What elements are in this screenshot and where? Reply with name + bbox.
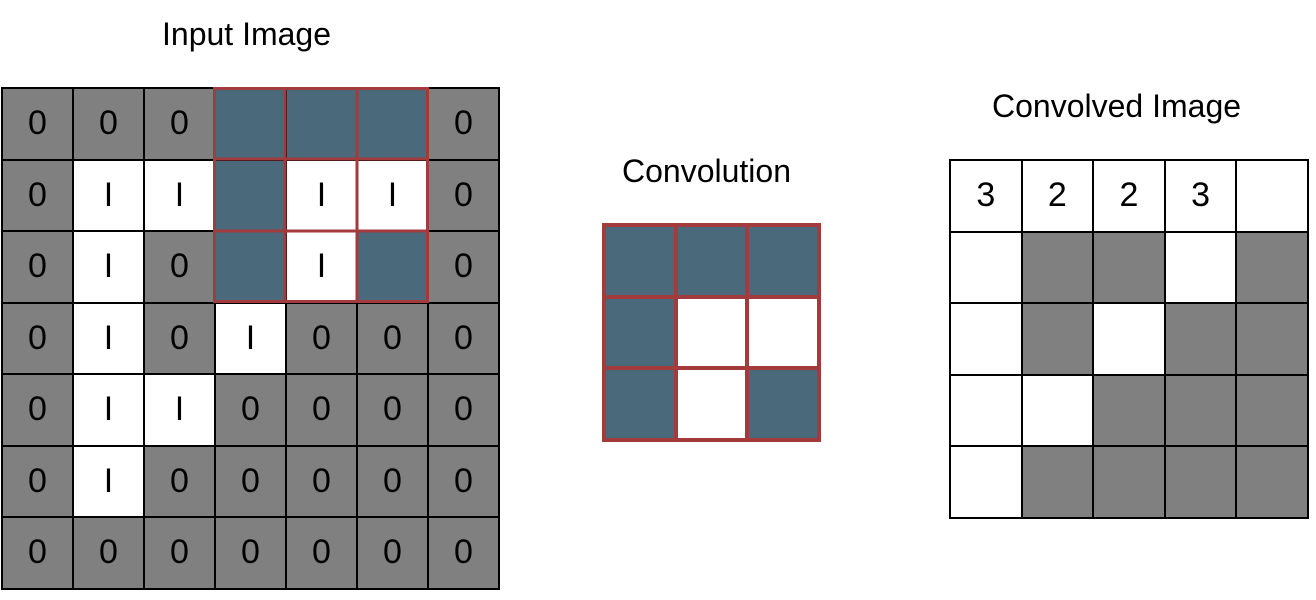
input-cell-r4-c1: I [73,374,144,446]
input-cell-r6-c2: 0 [144,517,215,589]
kernel-cell-r1-c1 [675,296,748,369]
input-cell-r1-c5: I [357,159,428,231]
input-cell-r5-c0: 0 [2,445,73,517]
output-cell-r1-c0 [950,231,1022,304]
input-cell-r6-c0: 0 [2,517,73,589]
input-cell-r6-c3: 0 [215,517,286,589]
convolved-image-title: Convolved Image [992,88,1242,124]
output-cell-r2-c2 [1093,303,1165,375]
input-cell-r4-c3: 0 [215,374,286,446]
input-cell-r3-c3: I [215,302,286,374]
output-cell-r4-c2 [1093,446,1165,518]
output-cell-r2-c3 [1164,303,1237,375]
kernel-cell-r0-c2 [747,225,820,297]
input-cell-r0-c2: 0 [144,88,215,160]
output-cell-r0-c4 [1236,160,1308,232]
output-cell-r4-c4 [1236,446,1308,518]
output-cell-r1-c3 [1164,231,1237,304]
input-cell-r1-c3 [215,159,286,231]
input-cell-r6-c5: 0 [357,517,428,589]
output-cell-r3-c1 [1021,374,1094,447]
input-cell-r1-c1: I [73,159,144,231]
input-cell-r5-c3: 0 [215,445,286,517]
input-cell-r5-c2: 0 [144,445,215,517]
kernel-cell-r1-c0 [604,296,676,369]
input-cell-r6-c1: 0 [73,517,144,589]
output-cell-r2-c1 [1021,303,1094,375]
output-cell-r0-c2: 2 [1093,160,1165,232]
input-cell-r3-c0: 0 [2,302,73,374]
output-cell-r1-c2 [1093,231,1165,304]
input-cell-r0-c6: 0 [428,88,499,160]
input-cell-r1-c4: I [286,159,357,231]
kernel-cell-r0-c1 [675,225,748,297]
output-cell-r2-c0 [950,303,1022,375]
output-cell-r3-c2 [1093,374,1165,447]
input-cell-r1-c2: I [144,159,215,231]
output-cell-r4-c0 [950,446,1022,518]
output-cell-r1-c1 [1021,231,1094,304]
input-cell-r4-c2: I [144,374,215,446]
kernel-cell-r1-c2 [747,296,820,369]
input-cell-r0-c3 [215,88,286,160]
input-cell-r5-c1: I [73,445,144,517]
output-cell-r3-c0 [950,374,1022,447]
output-cell-r2-c4 [1236,303,1308,375]
input-cell-r6-c6: 0 [428,517,499,589]
output-cell-r4-c3 [1164,446,1237,518]
input-cell-r6-c4: 0 [286,517,357,589]
input-image-title: Input Image [162,16,331,52]
output-cell-r0-c3: 3 [1164,160,1237,232]
convolution-title: Convolution [622,153,791,189]
kernel-cell-r0-c0 [604,225,676,297]
kernel-cell-r2-c2 [747,368,820,441]
input-cell-r2-c3 [215,231,286,303]
input-cell-r2-c2: 0 [144,231,215,303]
input-cell-r4-c6: 0 [428,374,499,446]
input-cell-r0-c4 [286,88,357,160]
kernel-cell-r2-c1 [675,368,748,441]
input-cell-r5-c6: 0 [428,445,499,517]
input-cell-r4-c0: 0 [2,374,73,446]
input-cell-r5-c5: 0 [357,445,428,517]
input-cell-r0-c5 [357,88,428,160]
input-cell-r3-c4: 0 [286,302,357,374]
output-cell-r0-c0: 3 [950,160,1022,232]
input-cell-r2-c6: 0 [428,231,499,303]
input-cell-r4-c5: 0 [357,374,428,446]
input-cell-r2-c4: I [286,231,357,303]
output-cell-r3-c3 [1164,374,1237,447]
convolution-kernel-grid [602,223,822,443]
output-cell-r1-c4 [1236,231,1308,304]
input-cell-r1-c0: 0 [2,159,73,231]
input-cell-r3-c1: I [73,302,144,374]
input-cell-r2-c5 [357,231,428,303]
output-cell-r0-c1: 2 [1021,160,1094,232]
input-cell-r2-c1: I [73,231,144,303]
input-cell-r1-c6: 0 [428,159,499,231]
output-cell-r3-c4 [1236,374,1308,447]
input-cell-r3-c5: 0 [357,302,428,374]
input-cell-r3-c2: 0 [144,302,215,374]
input-cell-r0-c1: 0 [73,88,144,160]
input-cell-r2-c0: 0 [2,231,73,303]
input-cell-r0-c0: 0 [2,88,73,160]
input-cell-r3-c6: 0 [428,302,499,374]
input-cell-r5-c4: 0 [286,445,357,517]
output-cell-r4-c1 [1021,446,1094,518]
kernel-cell-r2-c0 [604,368,676,441]
input-cell-r4-c4: 0 [286,374,357,446]
